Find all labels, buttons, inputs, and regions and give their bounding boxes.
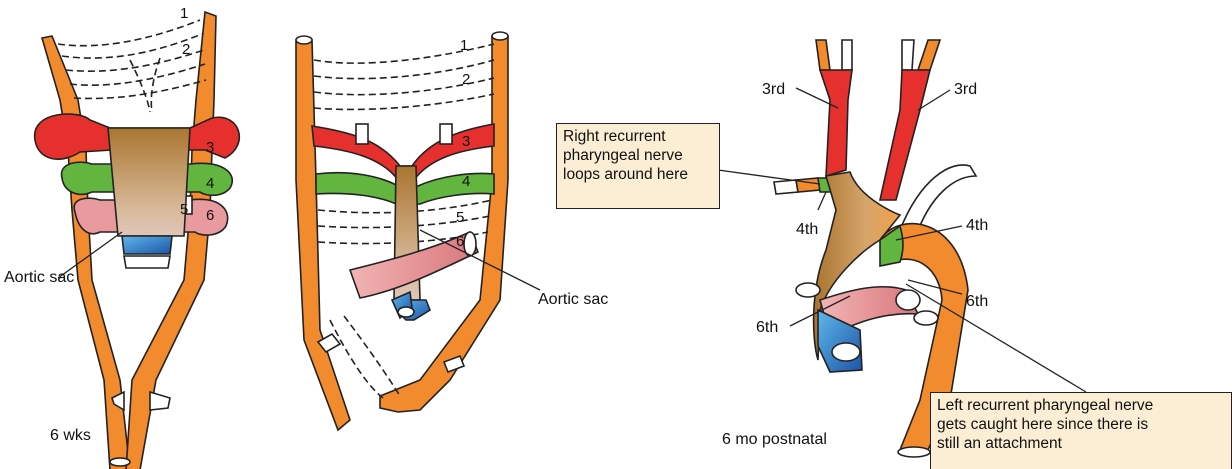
mid-arch-number-1: 1 bbox=[460, 37, 468, 54]
mid-arch-number-2: 2 bbox=[462, 71, 470, 88]
left-third-red bbox=[880, 70, 930, 200]
label-4th-left: 4th bbox=[796, 221, 818, 238]
arch-number-5: 5 bbox=[180, 201, 188, 218]
label-4th-right: 4th bbox=[966, 217, 988, 234]
label-6th-left: 6th bbox=[756, 319, 778, 336]
arch-1-dashed bbox=[58, 20, 200, 46]
aortic-sac-left bbox=[108, 128, 190, 236]
aortic-sac-label-left: Aortic sac bbox=[4, 269, 74, 286]
mid-left-dorsal-aorta bbox=[296, 40, 350, 430]
aortic-sac-label-middle: Aortic sac bbox=[538, 291, 608, 308]
outflow-blue bbox=[122, 236, 172, 254]
mid-arch-number-6: 6 bbox=[456, 233, 464, 250]
right-fourth-orange bbox=[796, 178, 820, 192]
label-6th-right: 6th bbox=[966, 293, 988, 310]
right-third-red bbox=[820, 70, 852, 176]
panel-6-weeks: 1 2 3 4 5 6 Aortic sac 6 wks bbox=[4, 5, 239, 469]
age-caption-6-months: 6 mo postnatal bbox=[722, 431, 827, 448]
mid-arch-number-4: 4 bbox=[462, 173, 470, 190]
mid-arch-number-5: 5 bbox=[456, 209, 464, 226]
arch-number-4: 4 bbox=[206, 175, 214, 192]
mid-arch-number-3: 3 bbox=[462, 133, 470, 150]
label-3rd-left: 3rd bbox=[762, 81, 785, 98]
panel-transition: 1 2 3 4 5 6 Aortic sac bbox=[296, 32, 608, 430]
left-recurrent-nerve-note: Left recurrent pharyngeal nerve gets cau… bbox=[930, 392, 1232, 469]
arch-number-2: 2 bbox=[182, 41, 190, 58]
age-caption-6-wks: 6 wks bbox=[50, 427, 91, 444]
right-recurrent-nerve-note: Right recurrent pharyngeal nerve loops a… bbox=[556, 123, 720, 209]
arch-number-3: 3 bbox=[206, 139, 214, 156]
arch-number-6: 6 bbox=[206, 207, 214, 224]
label-3rd-right: 3rd bbox=[954, 81, 977, 98]
arch-number-1: 1 bbox=[180, 5, 188, 22]
